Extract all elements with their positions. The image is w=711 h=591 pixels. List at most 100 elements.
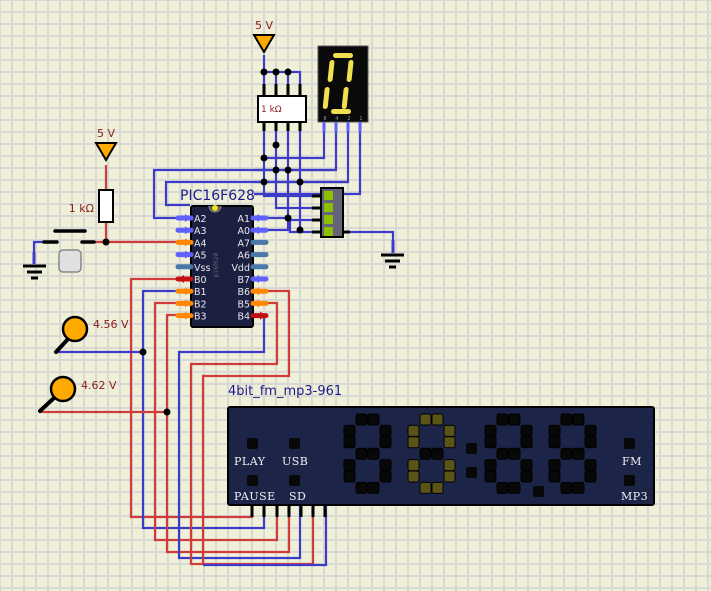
- switch-4[interactable]: [324, 227, 333, 236]
- pin-b3[interactable]: B3: [175, 311, 207, 323]
- pin-a1[interactable]: A1: [237, 214, 269, 225]
- pin-b0[interactable]: B0: [175, 275, 207, 286]
- lcd-seg-b: [584, 436, 597, 449]
- label-play: PLAY: [234, 455, 266, 468]
- push-button[interactable]: [42, 229, 96, 273]
- pin-a5[interactable]: A5: [175, 250, 207, 262]
- probe-reading: 4.62 V: [81, 379, 117, 392]
- pin-label: A7: [237, 238, 250, 249]
- lcd-digit-4: [548, 413, 597, 494]
- lcd-seg-d: [572, 481, 585, 494]
- pin-a0[interactable]: A0: [237, 226, 269, 237]
- lcd-seg-a: [496, 413, 509, 426]
- lcd-seg-g: [560, 447, 573, 460]
- pin-label: B5: [237, 299, 250, 310]
- pin-label: B1: [194, 287, 207, 298]
- seg-pin-label: 1: [359, 116, 362, 122]
- segment-f: [327, 60, 335, 82]
- pin-b4[interactable]: B4: [237, 311, 269, 323]
- lcd-seg-f: [484, 424, 497, 437]
- lcd-seg-e: [343, 470, 356, 483]
- lcd-seg-e: [484, 470, 497, 483]
- lcd-seg-b: [379, 436, 392, 449]
- pin-a6[interactable]: A6: [237, 251, 269, 262]
- lcd-seg-g: [419, 447, 432, 460]
- ground-icon: [381, 240, 404, 269]
- pin-a7[interactable]: A7: [237, 238, 269, 249]
- pin-a2[interactable]: A2: [175, 214, 207, 225]
- pin-label: A6: [237, 251, 250, 262]
- supply-5v-top[interactable]: 5 V: [252, 19, 276, 54]
- voltage-probe-1[interactable]: 4.56 V: [54, 315, 129, 354]
- lcd-seg-e: [343, 459, 356, 472]
- pin-label: Vss: [194, 263, 210, 274]
- lcd-module-name: 4bit_fm_mp3-961: [228, 384, 342, 399]
- pin-a4[interactable]: A4: [175, 238, 207, 249]
- indicator-sd: [289, 475, 300, 486]
- lcd-seg-g: [508, 447, 521, 460]
- seg-pin-label: 4: [335, 116, 338, 122]
- pin-a3[interactable]: A3: [175, 226, 207, 237]
- seven-segment-display[interactable]: 8 4 2 1: [317, 45, 369, 132]
- probe-reading: 4.56 V: [93, 318, 129, 331]
- pin-label: B4: [237, 312, 250, 323]
- lcd-digit-3: [484, 413, 533, 494]
- ground-icon: [23, 252, 46, 280]
- switch-3[interactable]: [324, 215, 333, 224]
- pin-b1[interactable]: B1: [175, 287, 207, 298]
- lcd-seg-a: [560, 413, 573, 426]
- lcd-seg-f: [407, 424, 420, 437]
- lcd-seg-c: [520, 470, 533, 483]
- indicator-play: [247, 438, 258, 449]
- lcd-seg-e: [548, 459, 561, 472]
- lcd-seg-d: [355, 481, 368, 494]
- lcd-seg-b: [379, 424, 392, 437]
- lcd-module[interactable]: 4bit_fm_mp3-961 PLAY USB PAUSE SD FM: [227, 384, 655, 517]
- voltage-probe-2[interactable]: 4.62 V: [38, 375, 117, 413]
- pin-vss[interactable]: Vss: [175, 263, 210, 274]
- lcd-seg-f: [548, 424, 561, 437]
- dip-switch[interactable]: [312, 187, 350, 238]
- lcd-seg-c: [520, 459, 533, 472]
- lcd-digit-1: [343, 413, 392, 494]
- pin-label: A1: [237, 214, 250, 225]
- pin-vdd[interactable]: Vdd: [231, 263, 269, 274]
- button-cap[interactable]: [58, 249, 82, 273]
- lcd-seg-b: [520, 424, 533, 437]
- lcd-seg-g: [496, 447, 509, 460]
- colon-top: [466, 443, 477, 454]
- resistor-array[interactable]: 1 kΩ: [257, 84, 307, 131]
- segment-c: [341, 87, 349, 109]
- pin-b2[interactable]: B2: [175, 299, 207, 310]
- lcd-seg-e: [484, 459, 497, 472]
- lcd-seg-c: [379, 459, 392, 472]
- pin-b7[interactable]: B7: [237, 275, 269, 286]
- resistor[interactable]: 1 kΩ: [69, 189, 114, 223]
- indicator-usb: [289, 438, 300, 449]
- lcd-seg-a: [367, 413, 380, 426]
- label-pause: PAUSE: [234, 490, 276, 503]
- label-sd: SD: [289, 490, 306, 503]
- lcd-seg-c: [379, 470, 392, 483]
- lcd-digit-2: [407, 413, 456, 494]
- lcd-seg-g: [367, 447, 380, 460]
- supply-5v-left[interactable]: 5 V: [94, 127, 118, 162]
- lcd-seg-d: [496, 481, 509, 494]
- lcd-seg-g: [355, 447, 368, 460]
- pin-label: B0: [194, 275, 207, 286]
- indicator-pause: [247, 475, 258, 486]
- pin-b5[interactable]: B5: [237, 299, 269, 310]
- decimal-point: [533, 486, 544, 497]
- lcd-seg-f: [343, 424, 356, 437]
- supply-triangle-icon: [252, 34, 276, 54]
- lcd-seg-e: [407, 459, 420, 472]
- pin-b6[interactable]: B6: [237, 287, 269, 298]
- seg-pin-label: 2: [347, 116, 350, 122]
- lcd-seg-b: [584, 424, 597, 437]
- supply-label: 5 V: [97, 127, 115, 140]
- pin-label: A5: [194, 251, 207, 262]
- pin-label: B6: [237, 287, 250, 298]
- switch-2[interactable]: [324, 203, 333, 212]
- switch-1[interactable]: [324, 191, 333, 200]
